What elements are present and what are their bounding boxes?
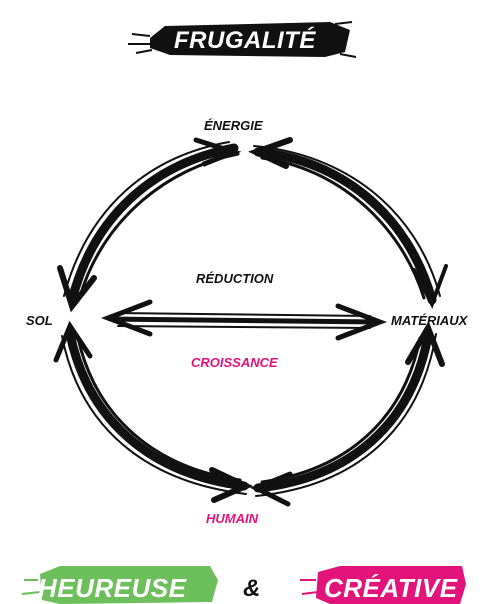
node-energie: ÉNERGIE: [204, 118, 263, 133]
node-sol: SOL: [26, 313, 53, 328]
title: FRUGALITÉ: [174, 27, 316, 54]
arrow-energie-to-sol: [57, 137, 242, 313]
arrow-materiaux-to-energie: [248, 137, 448, 309]
footer-ampersand: &: [243, 575, 261, 602]
double-arrow-sol-materiaux: [100, 299, 388, 341]
footer-heureuse: HEUREUSE: [38, 573, 187, 603]
node-materiaux: MATÉRIAUX: [391, 313, 468, 328]
creative-brush: [300, 566, 466, 604]
heureuse-brush: [21, 566, 218, 604]
arrow-sol-to-humain: [53, 320, 254, 503]
title-brush: [128, 21, 357, 58]
node-humain: HUMAIN: [206, 511, 258, 526]
center-reduction: RÉDUCTION: [196, 271, 274, 286]
arrow-humain-to-materiaux: [249, 321, 445, 507]
footer-creative: CRÉATIVE: [324, 573, 458, 603]
center-croissance: CROISSANCE: [191, 355, 278, 370]
